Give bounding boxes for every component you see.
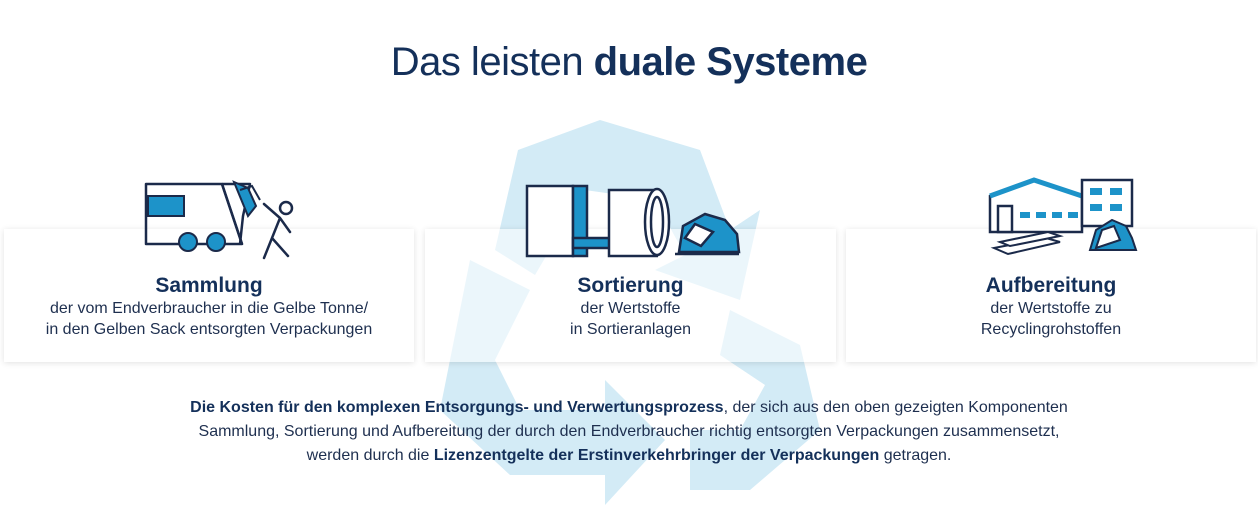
recycling-plant-icon <box>988 177 1138 256</box>
footer-line-1: Die Kosten für den komplexen Entsorgungs… <box>190 399 1068 416</box>
card-text-line: in den Gelben Sack entsorgten Verpackung… <box>45 321 373 338</box>
card-heading: Aufbereitung <box>985 274 1117 297</box>
card-text-line: in Sortieranlagen <box>570 321 691 338</box>
card-text-line: Recyclingrohstoffen <box>980 321 1122 338</box>
page-title: Das leisten duale Systeme <box>390 40 868 84</box>
garbage-truck-icon <box>144 180 294 260</box>
footer-line-3: werden durch die Lizenzentgelte der Erst… <box>306 447 952 464</box>
card-text-line: der Wertstoffe zu <box>990 300 1112 317</box>
card-sammlung: Sammlung der vom Endverbraucher in die G… <box>4 229 414 362</box>
card-text-line: der vom Endverbraucher in die Gelbe Tonn… <box>49 300 369 317</box>
card-heading: Sortierung <box>577 274 684 297</box>
card-text-line: der Wertstoffe <box>580 300 681 317</box>
sorting-machine-icon <box>525 184 741 258</box>
card-heading: Sammlung <box>155 274 263 297</box>
footer-line-2: Sammlung, Sortierung und Aufbereitung de… <box>198 423 1060 440</box>
card-aufbereitung: Aufbereitung der Wertstoffe zu Recycling… <box>846 229 1256 362</box>
